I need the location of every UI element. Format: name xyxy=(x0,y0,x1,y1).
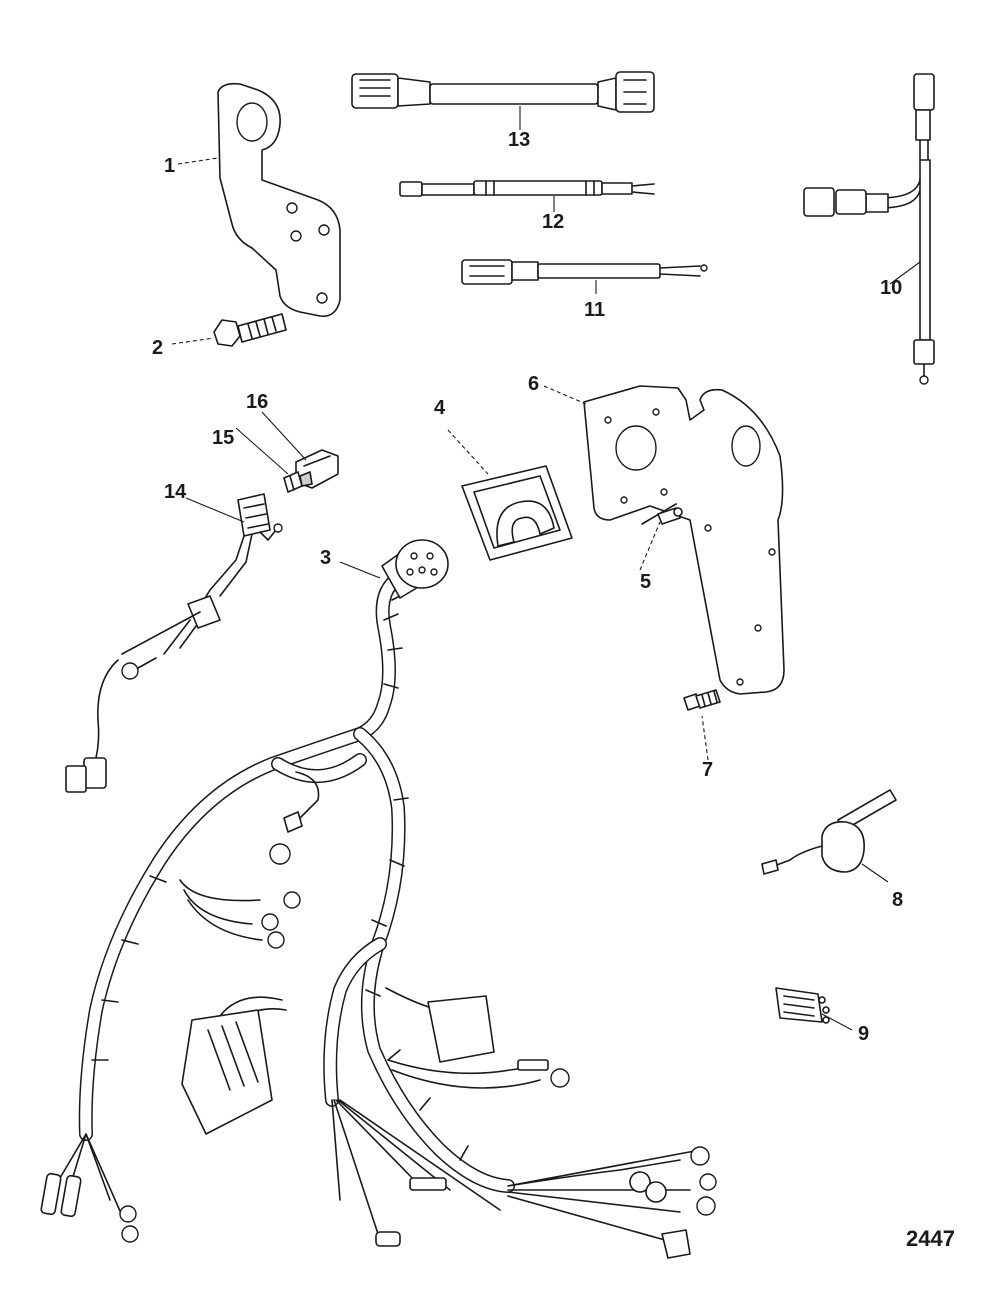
part-1-bracket xyxy=(217,82,341,317)
callout-13: 13 xyxy=(508,129,530,151)
callout-5: 5 xyxy=(640,571,651,593)
callout-8: 8 xyxy=(892,889,903,911)
part-5-screw xyxy=(657,507,683,525)
part-9-connector xyxy=(775,987,830,1024)
part-12-cable xyxy=(399,180,655,197)
callout-16: 16 xyxy=(246,391,268,413)
leader-lines xyxy=(171,106,921,1031)
part-3-main-harness xyxy=(40,539,717,1259)
callout-15: 15 xyxy=(212,427,234,449)
callout-10: 10 xyxy=(880,277,902,299)
callout-6: 6 xyxy=(528,373,539,395)
part-4-grommet xyxy=(461,465,573,561)
callout-3: 3 xyxy=(320,547,331,569)
part-11-cable xyxy=(461,259,708,285)
callout-14: 14 xyxy=(164,481,187,503)
callout-2: 2 xyxy=(152,337,163,359)
callout-9: 9 xyxy=(858,1023,869,1045)
callout-11: 11 xyxy=(584,299,605,321)
part-7-screw xyxy=(683,689,721,711)
figure-number: 2447 xyxy=(906,1226,955,1251)
callout-1: 1 xyxy=(164,155,175,177)
part-6-plate xyxy=(583,385,785,695)
callout-12: 12 xyxy=(542,211,564,233)
part-14-fuse-harness xyxy=(65,493,283,793)
part-2-bolt xyxy=(213,313,287,347)
callout-4: 4 xyxy=(434,397,446,419)
callouts: 1 2 3 4 5 6 7 8 9 10 11 12 13 14 15 16 xyxy=(152,129,903,1045)
part-10-y-harness xyxy=(803,73,935,385)
part-8-sensor xyxy=(761,789,897,875)
part-13-cable xyxy=(351,71,655,113)
part-15-fuse xyxy=(283,471,303,493)
callout-7: 7 xyxy=(702,759,713,781)
